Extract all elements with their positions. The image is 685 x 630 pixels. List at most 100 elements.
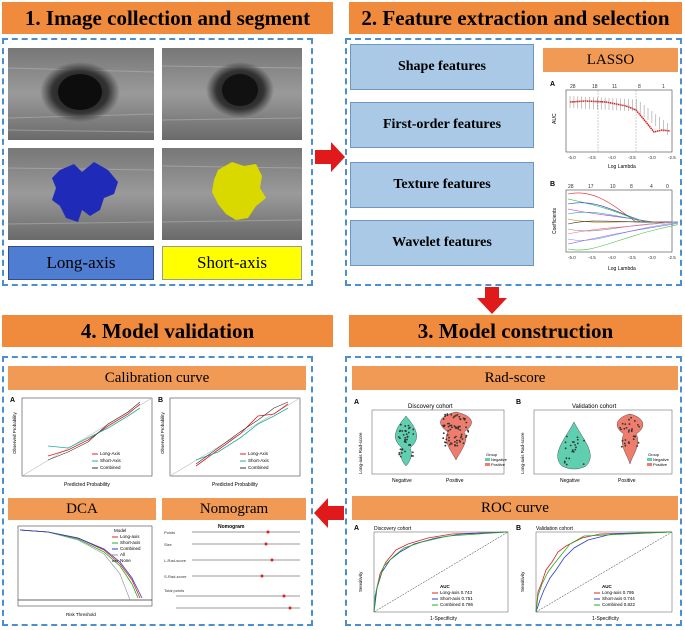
radscore-point bbox=[456, 439, 458, 442]
svg-text:Combined: Combined bbox=[120, 546, 141, 551]
lasso-x-tick: -4.0 bbox=[608, 255, 616, 260]
radscore-point bbox=[450, 442, 452, 444]
radscore-point bbox=[563, 461, 566, 464]
arrow-down bbox=[477, 287, 507, 314]
radscore-point bbox=[456, 444, 459, 447]
radscore-point bbox=[448, 439, 450, 442]
radscore-point bbox=[401, 430, 404, 432]
radscore-point bbox=[462, 417, 465, 420]
calibration-legend-b: Long-Axis Short-Axis Combined bbox=[240, 451, 270, 470]
svg-text:Long-axis 0.795: Long-axis 0.795 bbox=[602, 590, 635, 595]
radscore-point bbox=[401, 448, 404, 450]
calibration-xlabel-b: Predicted Probability bbox=[212, 482, 258, 488]
radscore-point bbox=[467, 429, 469, 432]
section-4-header: 4. Model validation bbox=[2, 315, 333, 347]
section-2-header: 2. Feature extraction and selection bbox=[349, 2, 682, 34]
radscore-point bbox=[442, 418, 445, 420]
lasso-coef-path bbox=[567, 221, 682, 241]
radscore-point bbox=[634, 435, 636, 438]
feature-shape: Shape features bbox=[350, 44, 534, 90]
radscore-point bbox=[460, 433, 463, 436]
radscore-point bbox=[624, 444, 627, 447]
lasso-xlabel-a: Log Lambda bbox=[608, 164, 636, 170]
radscore-point bbox=[443, 425, 445, 428]
radscore-point bbox=[399, 455, 402, 458]
radscore-point bbox=[458, 415, 461, 418]
radscore-point bbox=[582, 463, 585, 465]
radscore-point bbox=[448, 436, 450, 439]
svg-text:Long-axis 0.743: Long-axis 0.743 bbox=[440, 590, 473, 595]
roc-ylabel-b: Sensitivity bbox=[520, 571, 525, 592]
lasso-coef-path bbox=[567, 220, 672, 225]
radscore-panel-a: A bbox=[354, 399, 359, 406]
calibration-legend-a: Long-Axis Short-Axis Combined bbox=[92, 451, 122, 470]
radscore-point bbox=[465, 436, 467, 438]
radscore-point bbox=[576, 436, 579, 439]
radscore-point bbox=[446, 422, 449, 425]
radscore-point bbox=[457, 425, 460, 428]
radscore-point bbox=[574, 448, 577, 451]
radscore-point bbox=[442, 432, 445, 435]
dca-legend: Model Long-axis Short-axis Combined All … bbox=[112, 528, 141, 563]
radscore-point bbox=[406, 435, 409, 438]
svg-text:Long-axis: Long-axis bbox=[120, 534, 140, 539]
radscore-point bbox=[583, 439, 585, 442]
radscore-point bbox=[636, 445, 639, 447]
svg-text:Positive: Positive bbox=[491, 462, 506, 467]
radscore-point bbox=[444, 444, 447, 447]
roc-validation-title: Validation cohort bbox=[536, 526, 573, 532]
roc-discovery-title: Discovery cohort bbox=[374, 526, 412, 532]
radscore-point bbox=[628, 423, 631, 425]
lasso-coef-path bbox=[567, 221, 685, 245]
radscore-point bbox=[444, 413, 447, 416]
radscore-point bbox=[576, 438, 579, 441]
roc-xlabel-a: 1-Specificity bbox=[430, 616, 457, 622]
svg-text:Positive: Positive bbox=[653, 462, 668, 467]
section-3-box bbox=[345, 356, 682, 626]
radscore-point bbox=[408, 426, 411, 429]
radscore-point bbox=[624, 439, 627, 441]
radscore-point bbox=[564, 447, 567, 450]
radscore-point bbox=[465, 426, 467, 429]
radscore-point bbox=[630, 430, 633, 432]
radscore-point bbox=[446, 434, 449, 436]
lasso-x-tick: -3.0 bbox=[648, 155, 656, 160]
roc-xlabel-b: 1-Specificity bbox=[592, 616, 619, 622]
radscore-point bbox=[628, 442, 631, 445]
calibration-panel-b: B bbox=[158, 397, 163, 404]
radscore-point bbox=[450, 413, 453, 416]
roc-title: ROC curve bbox=[352, 496, 678, 520]
radscore-point bbox=[447, 425, 450, 428]
radscore-neg-b: Negative bbox=[560, 478, 580, 484]
radscore-point bbox=[571, 450, 574, 453]
lasso-ylabel-b: Coefficients bbox=[552, 207, 558, 234]
lasso-top-label-a: 8 bbox=[638, 84, 641, 90]
svg-text:Points: Points bbox=[164, 530, 175, 535]
lasso-top-label-b: 28 bbox=[568, 184, 574, 190]
svg-text:Combined: Combined bbox=[248, 465, 269, 470]
radscore-point bbox=[410, 455, 413, 457]
roc-panel-b: B bbox=[516, 525, 521, 532]
svg-text:Short-axis 0.744: Short-axis 0.744 bbox=[602, 596, 635, 601]
svg-text:Short-Axis: Short-Axis bbox=[248, 458, 270, 463]
radscore-point bbox=[575, 446, 577, 449]
svg-text:Long-Axis: Long-Axis bbox=[248, 451, 269, 456]
calibration-xlabel-a: Predicted Probability bbox=[64, 482, 110, 488]
radscore-point bbox=[571, 441, 574, 443]
radscore-point bbox=[459, 425, 461, 428]
radscore-point bbox=[565, 435, 568, 438]
svg-text:L-Rad-score: L-Rad-score bbox=[164, 558, 187, 563]
nomogram-plot: Nomogram Points Size L-Rad-score S-Rad-s… bbox=[162, 522, 306, 620]
radscore-point bbox=[625, 426, 628, 429]
radscore-point bbox=[399, 429, 402, 432]
radscore-panel-b: B bbox=[516, 399, 521, 406]
radscore-point bbox=[620, 445, 623, 448]
radscore-point bbox=[460, 435, 463, 438]
radscore-point bbox=[620, 428, 622, 431]
lasso-xlabel-b: Log Lambda bbox=[608, 266, 636, 272]
radscore-point bbox=[406, 438, 408, 441]
nomogram-header: Nomogram bbox=[218, 524, 245, 530]
radscore-discovery-title: Discovery cohort bbox=[408, 404, 453, 410]
svg-text:Short-axis 0.751: Short-axis 0.751 bbox=[440, 596, 473, 601]
radscore-point bbox=[449, 428, 452, 431]
